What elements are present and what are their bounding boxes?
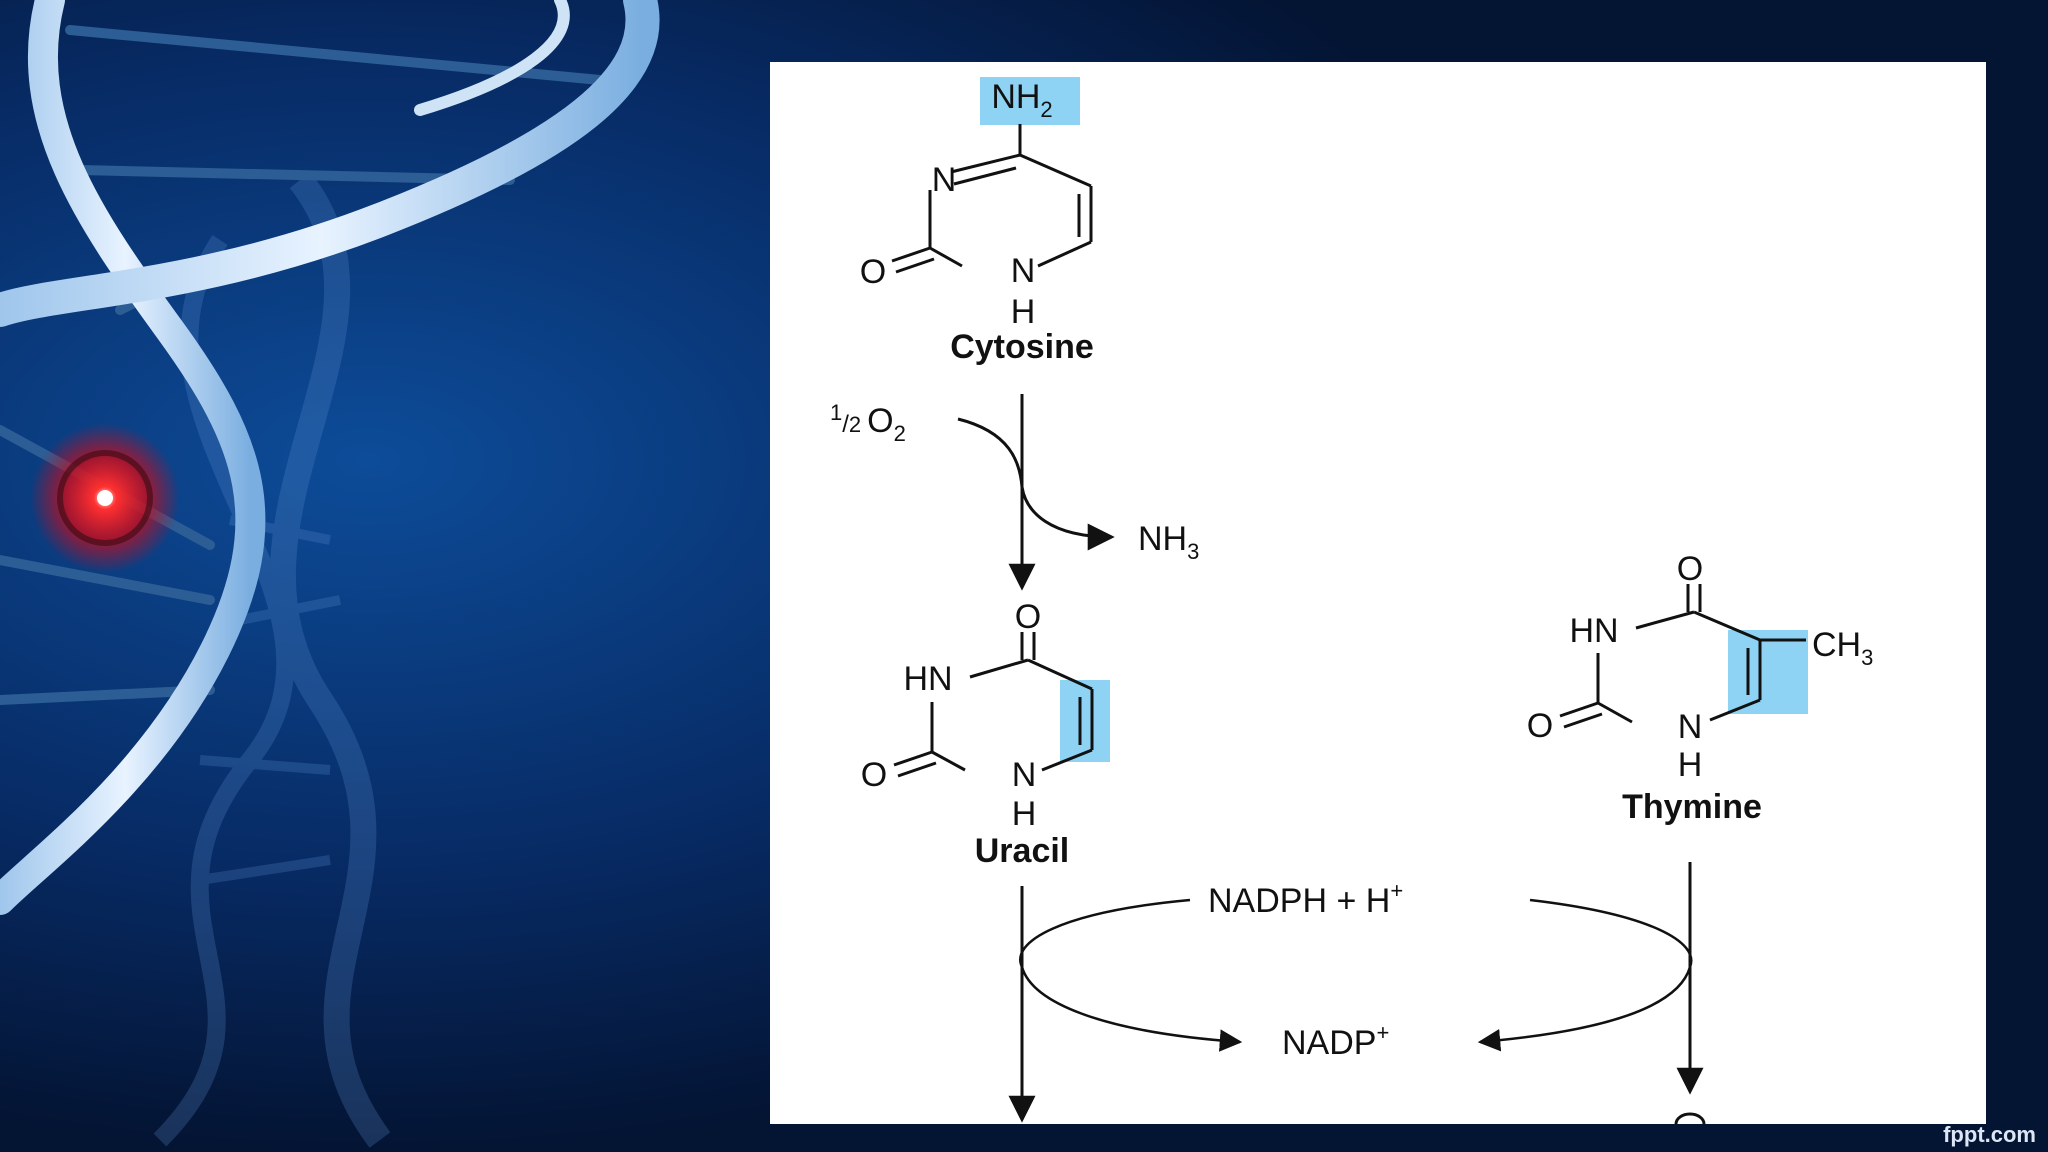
cytosine-structure: [891, 124, 1093, 274]
red-glow-marker: [30, 423, 180, 573]
thymine-h-label: H: [1678, 746, 1703, 784]
thymine-double-bond-highlight: [1728, 630, 1808, 714]
cofactor-cycle-left: [1019, 898, 1243, 1052]
uracil-n-label: N: [1012, 756, 1037, 794]
dna-helix-icon: [0, 0, 660, 915]
thymine-n-label: N: [1678, 708, 1703, 746]
amine-highlight: [980, 77, 1080, 125]
nadph-label: NADPH + H+: [1208, 878, 1403, 920]
footer-brand: fppt.com: [1943, 1122, 2036, 1147]
uracil-h-label: H: [1012, 795, 1037, 833]
ammonia-output-label: NH3: [1138, 520, 1199, 564]
uracil-double-bond-highlight: [1060, 680, 1110, 762]
cofactor-cycle-right: [1477, 898, 1693, 1052]
clipped-bottom-fragment: [1674, 1112, 1706, 1124]
cytosine-n3-label: N: [1011, 252, 1036, 290]
uracil-name: Uracil: [975, 832, 1070, 870]
cytosine-h-label: H: [1011, 293, 1036, 331]
uracil-carbonyl-left-label: O: [861, 756, 887, 794]
thymine-methyl-label: CH3: [1812, 626, 1873, 670]
thymine-hn-label: HN: [1569, 612, 1618, 650]
cytosine-carbonyl-label: O: [860, 253, 886, 291]
thymine-carbonyl-top-label: O: [1677, 550, 1703, 588]
uracil-carbonyl-top-label: O: [1015, 598, 1041, 636]
thymine-name: Thymine: [1622, 788, 1762, 826]
cytosine-amine-label: NH2: [991, 78, 1052, 122]
uracil-structure: [893, 632, 1094, 778]
thymine-structure: [1559, 584, 1806, 729]
cytosine-name: Cytosine: [950, 328, 1094, 366]
nadp-label: NADP+: [1282, 1020, 1389, 1062]
oxygen-ammonia-curve: [957, 417, 1115, 551]
thymine-carbonyl-left-label: O: [1527, 707, 1553, 745]
uracil-hn-label: HN: [903, 660, 952, 698]
cytosine-n1-label: N: [932, 161, 957, 199]
